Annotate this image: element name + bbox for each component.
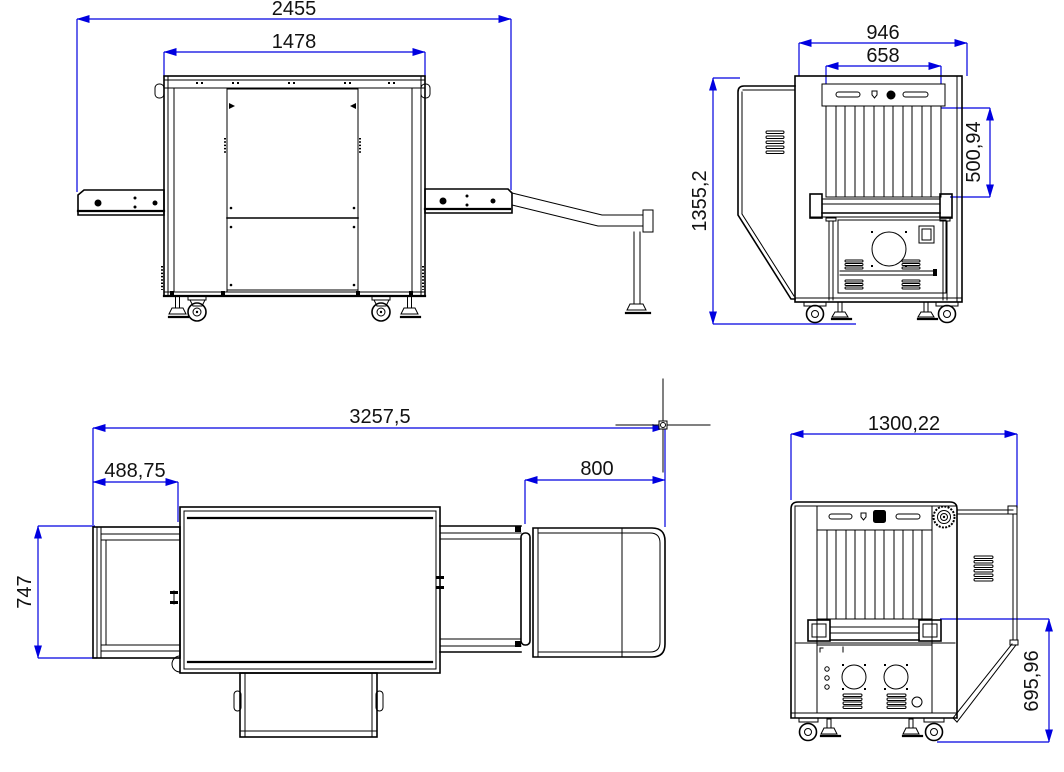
fan-cutout (883, 664, 909, 690)
power-connector (918, 225, 935, 244)
front-exit-roller-table (511, 192, 654, 315)
rear-curtain-strips (816, 529, 933, 620)
plan-outfeed-conveyor (439, 525, 531, 653)
dim-plan-conveyor-width: 747 (14, 575, 36, 608)
front-view: 2455 1478 (76, 0, 654, 322)
origin-crosshair (615, 378, 711, 473)
dim-front-overall-width: 2455 (272, 0, 317, 20)
rear-lower-section (790, 644, 958, 714)
side-body (794, 75, 963, 303)
side-dimensions: 946 658 1355,2 500,94 (689, 22, 994, 325)
dim-plan-infeed-length: 488,75 (104, 460, 165, 482)
rear-view: 1300,22 695,96 (790, 413, 1053, 743)
front-cabinet (154, 75, 431, 298)
front-top-ticks (196, 82, 395, 84)
front-base-blocks (170, 291, 413, 295)
fan-cutout (841, 664, 867, 690)
dim-plan-overall-length: 3257,5 (349, 406, 410, 428)
side-vent-grilles (844, 259, 921, 290)
plan-dimensions: 3257,5 488,75 800 747 (14, 406, 666, 659)
front-panel-screws (229, 206, 356, 287)
cover-vent-grille (973, 555, 994, 582)
plan-infeed-conveyor (92, 526, 181, 659)
dim-side-tunnel-width: 658 (866, 45, 899, 67)
front-infeed-arm (76, 189, 166, 216)
dim-side-upper-width: 946 (866, 22, 899, 44)
side-sloped-cover (737, 85, 796, 300)
dim-rear-lower-height: 695,96 (1021, 650, 1043, 711)
rear-conveyor (794, 619, 956, 644)
plan-cabinet (171, 506, 444, 674)
plan-control-box (233, 672, 384, 738)
dim-plan-outfeed-length: 800 (580, 458, 613, 480)
dim-side-overall-height: 1355,2 (689, 170, 711, 231)
plan-view: 3257,5 488,75 800 747 (14, 378, 711, 738)
dim-front-cabinet-width: 1478 (272, 31, 317, 53)
belt-mark (436, 575, 444, 590)
front-feet-casters (167, 295, 422, 322)
end-roller (520, 532, 531, 646)
belt-mark (170, 590, 178, 605)
cover-vent-grille (765, 130, 785, 154)
emergency-stop-button (873, 510, 886, 523)
dim-rear-overall-width: 1300,22 (868, 413, 940, 435)
side-curtain-strips (825, 105, 942, 198)
rear-sloped-cover (952, 505, 1019, 723)
side-feet-casters (803, 301, 959, 324)
rear-feet-casters (798, 717, 945, 742)
rear-dimensions: 1300,22 695,96 (790, 413, 1053, 743)
dim-side-tunnel-height: 500,94 (963, 121, 985, 182)
front-dimensions: 2455 1478 (76, 0, 512, 192)
rear-vent-grilles (842, 693, 907, 709)
front-outfeed-arm (423, 188, 513, 214)
fan-cutout (871, 231, 907, 267)
side-conveyor (809, 193, 953, 219)
side-lower-section (825, 217, 951, 301)
key-switch (932, 505, 956, 529)
side-view: 946 658 1355,2 500,94 (689, 22, 994, 325)
plan-exit-table (532, 527, 666, 658)
